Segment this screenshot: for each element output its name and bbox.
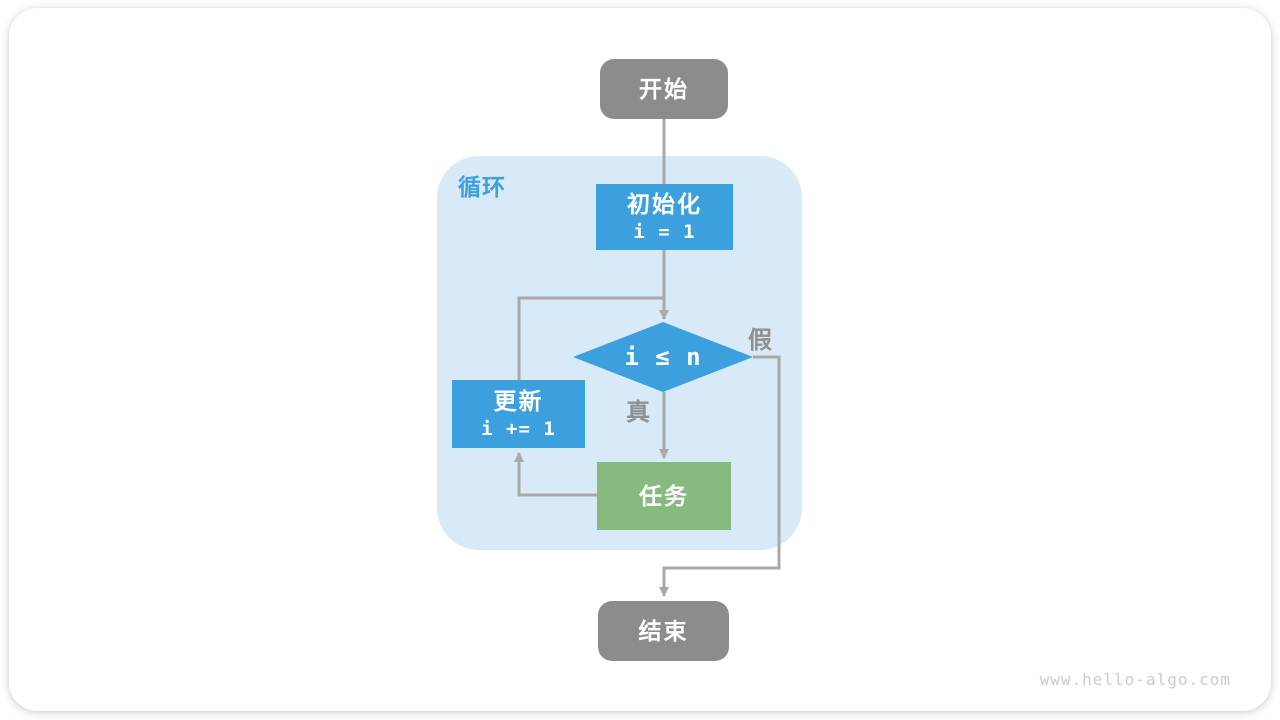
- node-condition-expression: i ≤ n: [624, 343, 702, 371]
- node-update: 更新 i += 1: [452, 380, 585, 448]
- node-start-label: 开始: [639, 75, 689, 102]
- edge-label-false: 假: [748, 327, 772, 354]
- node-update-title: 更新: [493, 387, 544, 414]
- node-end: 结束: [598, 601, 729, 661]
- node-initialize: 初始化 i = 1: [596, 184, 733, 250]
- node-initialize-code: i = 1: [633, 220, 696, 243]
- diagram-card: 循环 开始 初始化 i = 1 i ≤ n 更新 i += 1 任务: [9, 8, 1271, 711]
- loop-scope-label: 循环: [458, 174, 506, 200]
- node-end-label: 结束: [638, 617, 689, 644]
- edge-label-true: 真: [626, 399, 650, 426]
- node-initialize-title: 初始化: [627, 190, 702, 217]
- node-task: 任务: [597, 462, 731, 530]
- node-start: 开始: [600, 59, 728, 119]
- node-update-code: i += 1: [481, 417, 556, 440]
- watermark-url: www.hello-algo.com: [1039, 670, 1231, 689]
- node-task-label: 任务: [639, 482, 689, 509]
